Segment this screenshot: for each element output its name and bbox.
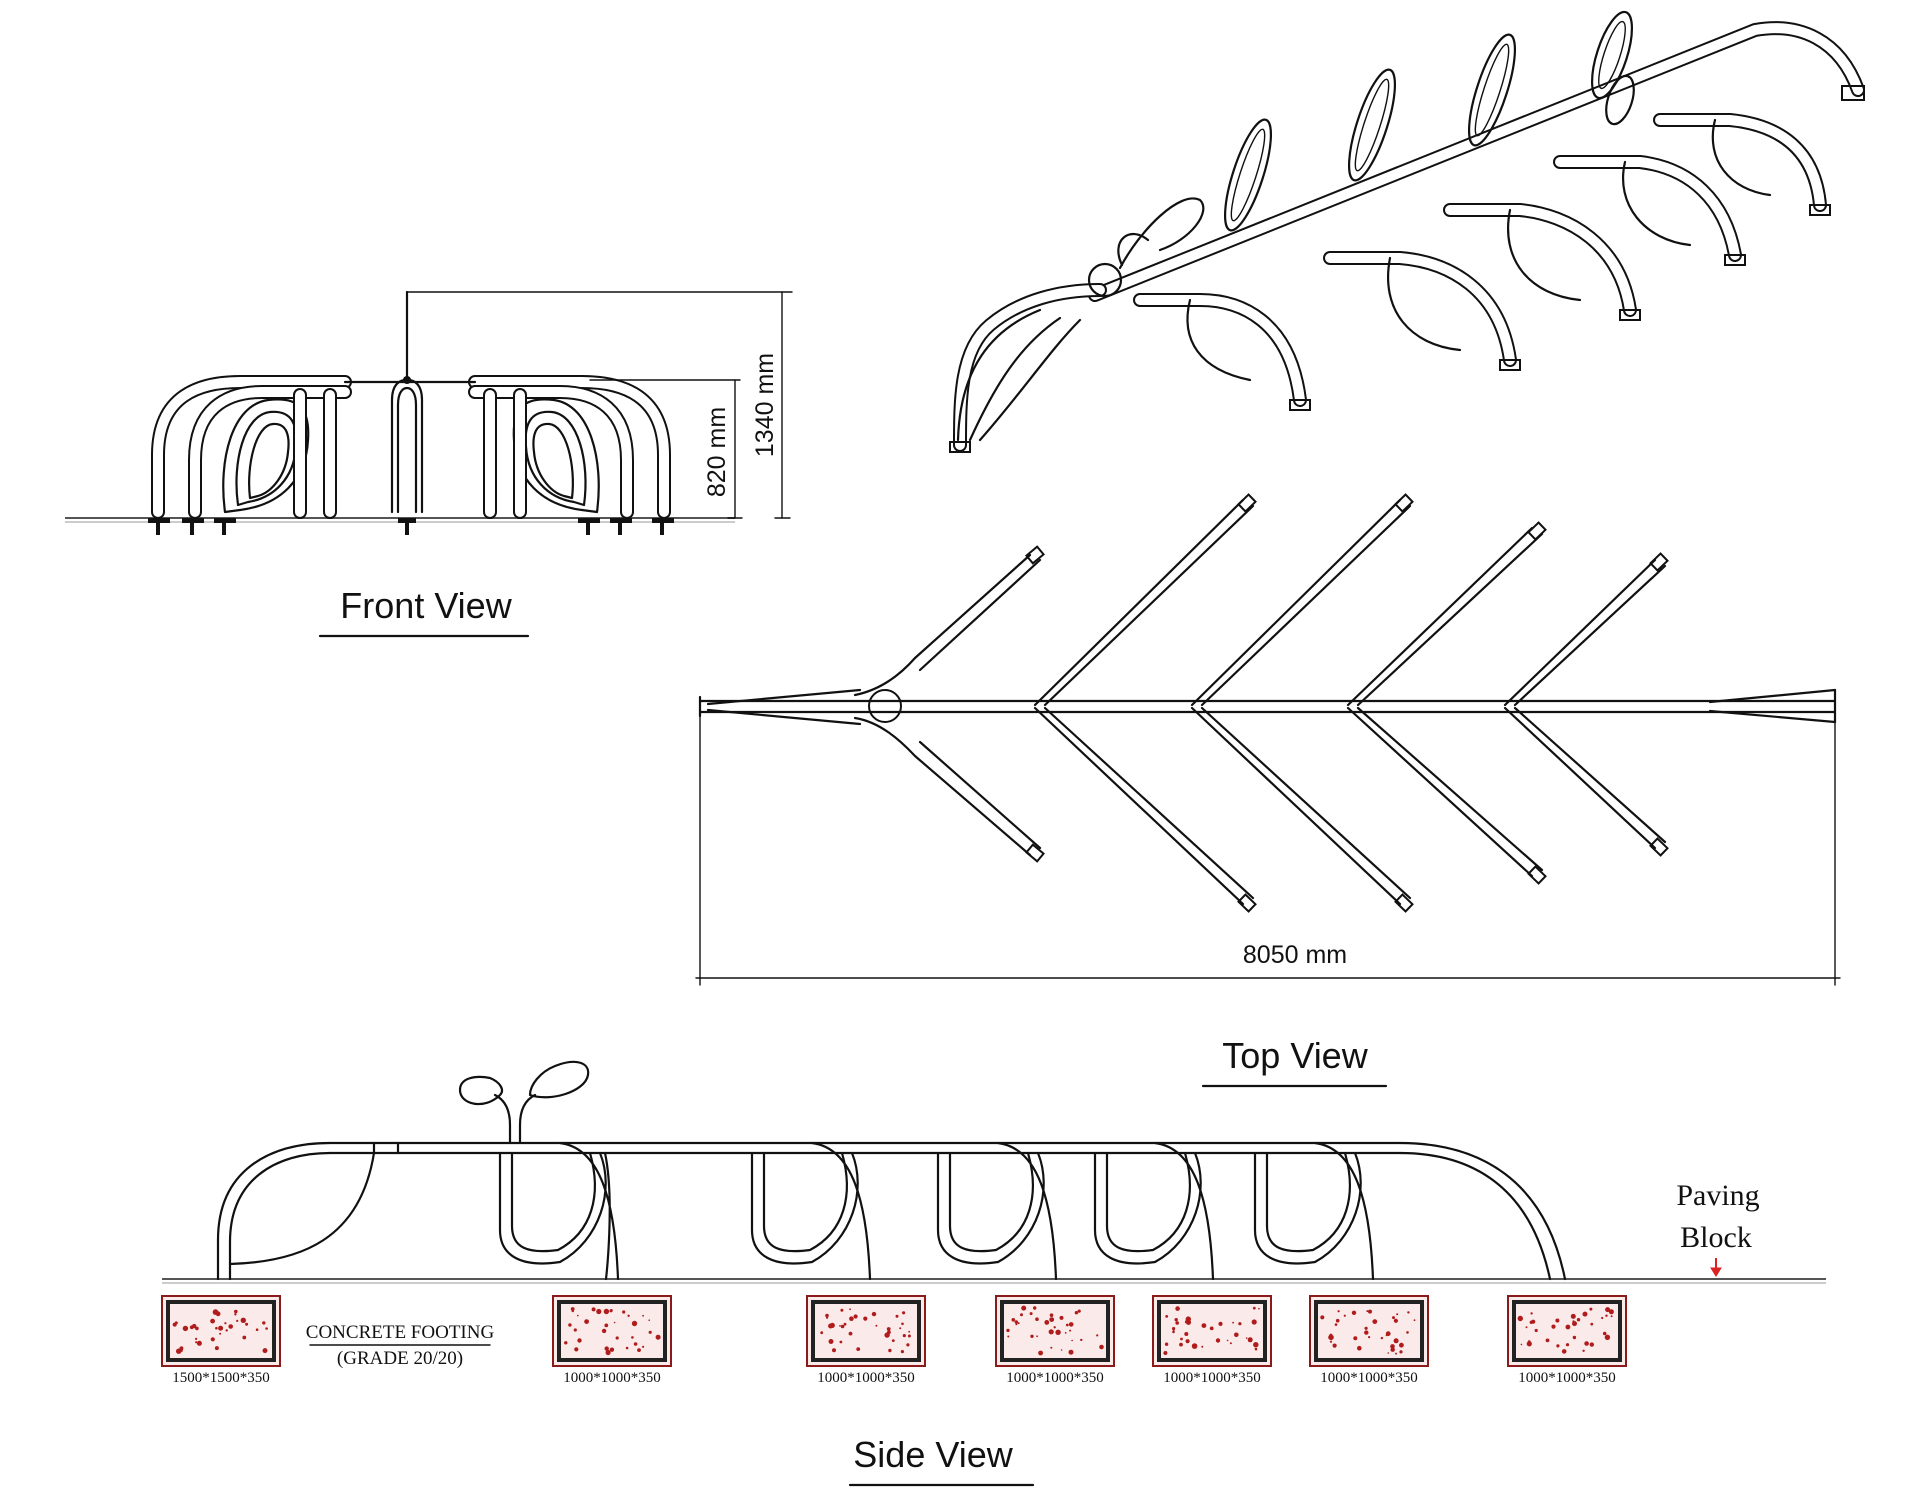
footing-7: 1000*1000*350 [1507, 1295, 1627, 1386]
footing-2: 1000*1000*350 [552, 1295, 672, 1386]
isometric-hoops [1223, 10, 1635, 232]
side-view-title: Side View [853, 1434, 1013, 1475]
footing-size-label: 1000*1000*350 [1163, 1370, 1261, 1386]
isometric-side-loops [1133, 113, 1831, 411]
paving-arrow-icon [1710, 1267, 1722, 1277]
front-view: 820 mm 1340 mm Front View [65, 290, 793, 638]
front-dim-1340: 1340 mm [751, 353, 779, 457]
footing-size-label: 1000*1000*350 [1006, 1370, 1104, 1386]
side-paving-label-line1: Paving [1676, 1179, 1759, 1212]
front-centre-post [390, 290, 424, 514]
front-dimensions [406, 291, 793, 519]
top-dim-8050: 8050 mm [1243, 941, 1347, 969]
side-loops [498, 1141, 1375, 1281]
side-footings: 1500*1500*350 1000*1000*350 1000*1000*350 1… [161, 1295, 1627, 1386]
footing-6: 1000*1000*350 [1309, 1295, 1429, 1386]
front-left-arches [151, 375, 352, 519]
top-view-title: Top View [1222, 1035, 1368, 1076]
footing-4: 1000*1000*350 [995, 1295, 1115, 1386]
footing-size-label: 1500*1500*350 [172, 1370, 270, 1386]
footing-size-label: 1000*1000*350 [1320, 1370, 1418, 1386]
side-paving-label-line2: Block [1680, 1221, 1752, 1254]
side-concrete-label-line2: (GRADE 20/20) [337, 1348, 463, 1369]
front-view-title: Front View [340, 585, 512, 626]
front-right-arches [343, 375, 671, 519]
footing-size-label: 1000*1000*350 [817, 1370, 915, 1386]
isometric-view [949, 10, 1865, 453]
footing-5: 1000*1000*350 [1152, 1295, 1272, 1386]
side-view: CONCRETE FOOTING (GRADE 20/20) Paving Bl… [161, 1060, 1826, 1487]
footing-size-label: 1000*1000*350 [1518, 1370, 1616, 1386]
top-branches [1033, 493, 1669, 913]
footing-1: 1500*1500*350 [161, 1295, 281, 1386]
front-dim-820: 820 mm [703, 407, 731, 497]
front-feet [148, 518, 674, 535]
side-concrete-label-line1: CONCRETE FOOTING [306, 1322, 495, 1343]
footing-size-label: 1000*1000*350 [563, 1370, 661, 1386]
footing-3: 1000*1000*350 [806, 1295, 926, 1386]
top-view: 8050 mm Top View [695, 493, 1841, 1088]
